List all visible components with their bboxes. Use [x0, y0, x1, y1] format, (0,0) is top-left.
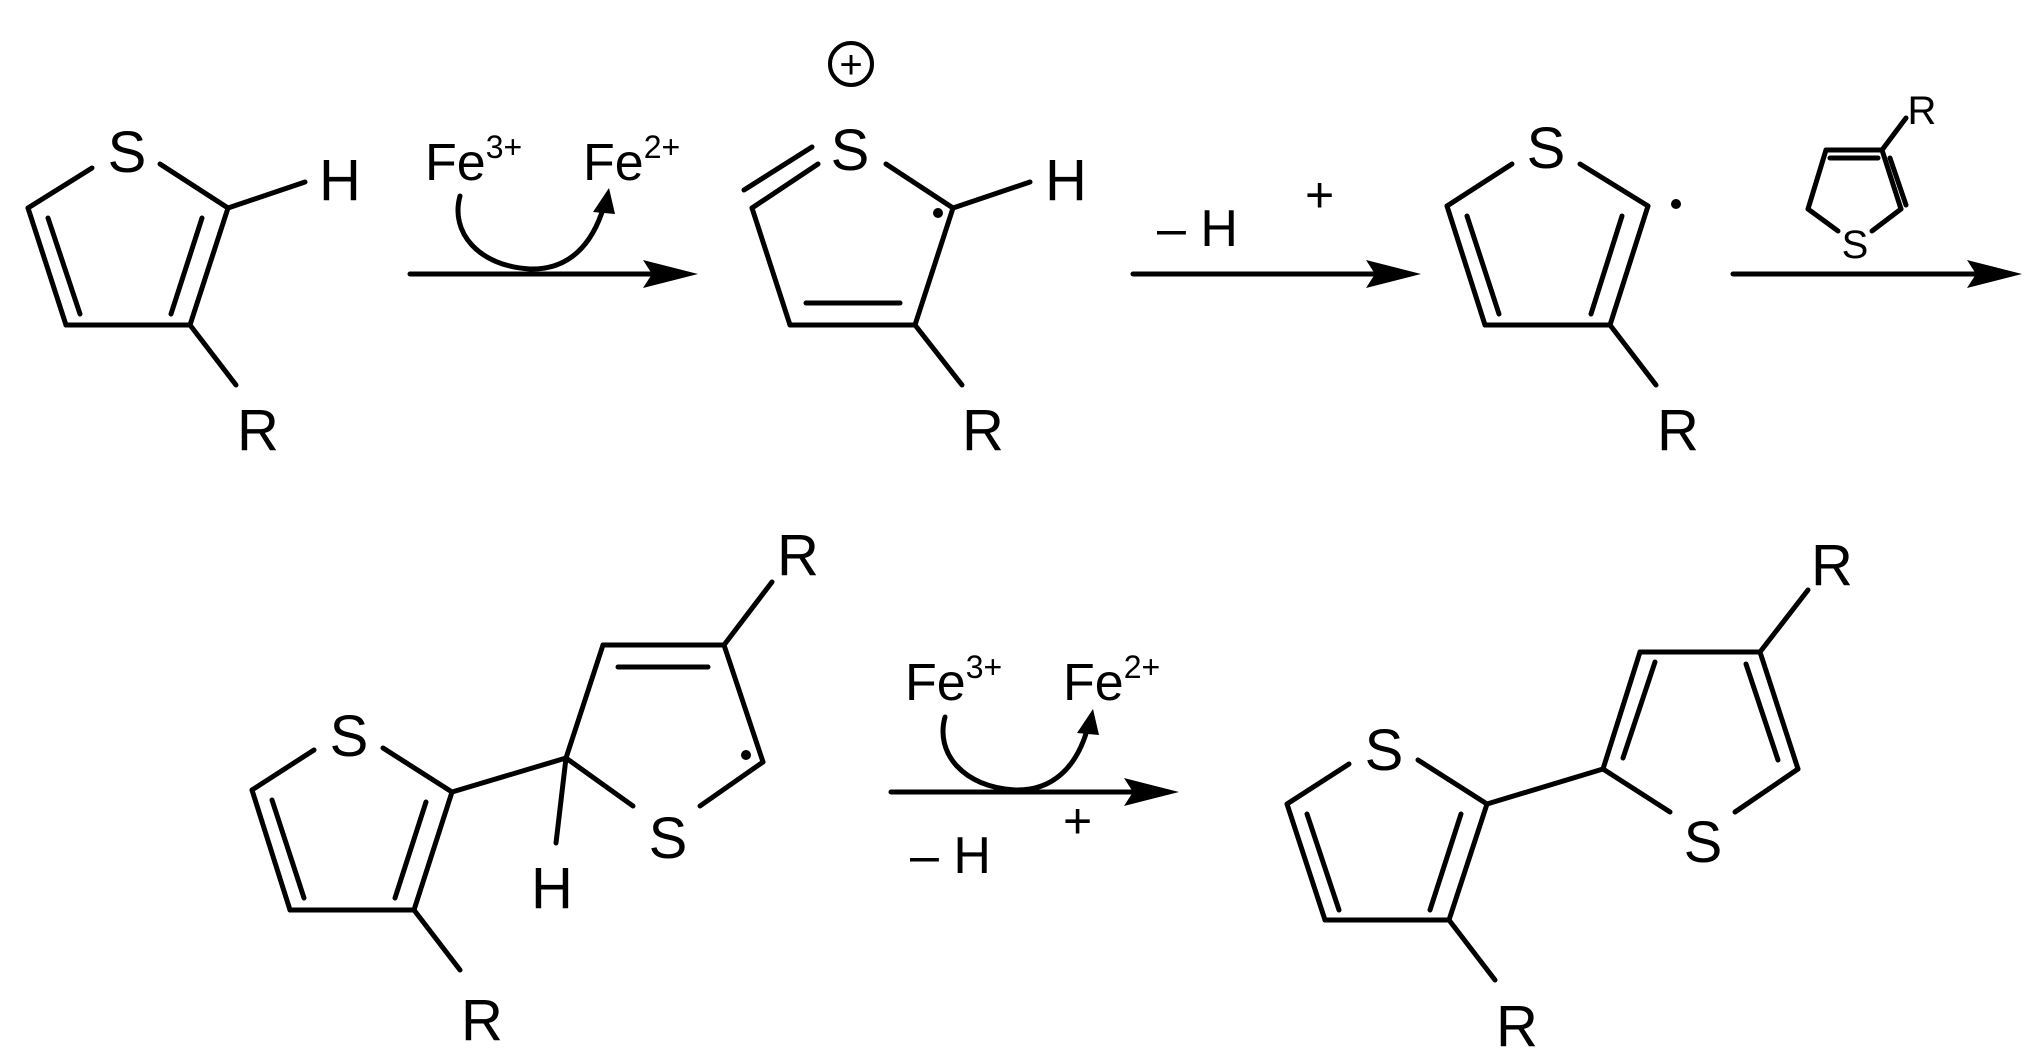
bithiophene-product: S R S R: [1284, 533, 1853, 1056]
hydrogen-label: H: [1045, 148, 1087, 213]
oxidation-arrow: Fe3+ Fe2+: [407, 129, 698, 288]
proton-charge-label: +: [1305, 167, 1334, 223]
deprotonation-arrow: – H +: [1130, 167, 1421, 288]
r-substituent-label: R: [777, 523, 819, 588]
iron-iii-label: Fe3+: [905, 649, 1002, 712]
r-substituent-label: R: [461, 988, 503, 1053]
thiophene-monomer: S H R: [25, 120, 361, 463]
sulfur-label: S: [831, 118, 870, 183]
positive-charge: +: [839, 43, 862, 87]
minus-proton-label: – H: [910, 827, 991, 885]
r-substituent-label: R: [962, 398, 1004, 463]
sulfur-label: S: [649, 806, 688, 871]
hydrogen-label: H: [531, 856, 573, 921]
coupling-arrow: S R: [1730, 89, 2022, 288]
sulfur-label: S: [1365, 718, 1404, 783]
r-substituent-label: R: [1811, 533, 1853, 598]
sulfur-label: S: [108, 120, 147, 185]
r-substituent-label: R: [1657, 398, 1699, 463]
sulfur-label: S: [1527, 116, 1566, 181]
sulfur-label: S: [330, 704, 369, 769]
r-substituent-label: R: [237, 398, 279, 463]
thienyl-radical: S R: [1444, 116, 1699, 463]
iron-ii-label: Fe2+: [583, 129, 680, 192]
iron-ii-label: Fe2+: [1063, 649, 1160, 712]
proton-charge-label: +: [1063, 793, 1092, 849]
dimer-intermediate: S R S R H: [249, 523, 819, 1053]
iron-iii-label: Fe3+: [425, 129, 522, 192]
r-substituent-label: R: [1496, 994, 1538, 1056]
hydrogen-label: H: [319, 148, 361, 213]
rearomatization-arrow: Fe3+ Fe2+ – H +: [888, 649, 1179, 885]
radical-cation: + S H R: [741, 41, 1087, 463]
thiophene-reagent: S R: [1805, 89, 1937, 267]
sulfur-label: S: [1842, 223, 1869, 267]
sulfur-label: S: [1684, 810, 1723, 875]
r-substituent-label: R: [1908, 89, 1937, 133]
minus-proton-label: – H: [1157, 200, 1238, 258]
